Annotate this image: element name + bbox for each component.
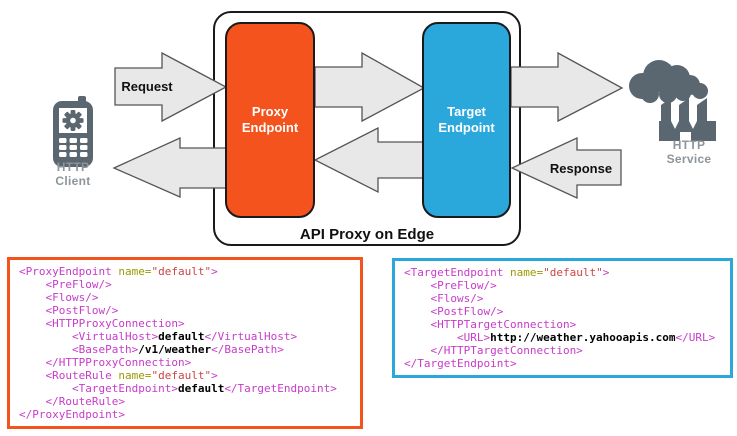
code-line: <PreFlow/> <box>404 279 721 292</box>
target-endpoint-label: Target Endpoint <box>438 104 495 135</box>
code-token: <PostFlow/> <box>404 305 504 318</box>
code-token: > <box>211 265 218 278</box>
code-token: <VirtualHost> <box>19 330 159 343</box>
proxy-to-client-arrow <box>112 136 227 198</box>
proxy-endpoint-label: Proxy Endpoint <box>241 104 299 135</box>
code-token: </ProxyEndpoint> <box>19 408 125 421</box>
code-token: default <box>177 382 225 395</box>
code-token: <HTTPProxyConnection> <box>19 317 185 330</box>
code-line: <TargetEndpoint>default</TargetEndpoint> <box>19 382 351 395</box>
code-token: > <box>211 369 218 382</box>
flow-arrows <box>112 51 624 200</box>
proxy-endpoint-code-block: <ProxyEndpoint name="default"> <PreFlow/… <box>7 257 363 429</box>
code-line: <PostFlow/> <box>404 305 721 318</box>
request-arrow <box>114 51 228 123</box>
code-token: "default" <box>151 369 212 382</box>
code-token: </VirtualHost> <box>204 330 298 343</box>
code-line: <HTTPProxyConnection> <box>19 317 351 330</box>
code-line: <RouteRule name="default"> <box>19 369 351 382</box>
target-to-proxy-arrow <box>313 126 424 194</box>
code-line: <Flows/> <box>404 292 721 305</box>
code-token: <HTTPTargetConnection> <box>404 318 577 331</box>
code-line: <Flows/> <box>19 291 351 304</box>
code-token: name= <box>118 265 152 278</box>
code-line: <PreFlow/> <box>19 278 351 291</box>
container-title: API Proxy on Edge <box>299 226 435 243</box>
code-token: "default" <box>151 265 212 278</box>
proxy-to-target-arrow <box>314 51 426 123</box>
code-line: <ProxyEndpoint name="default"> <box>19 265 351 278</box>
code-token: default <box>158 330 205 343</box>
code-token: <Flows/> <box>404 292 484 305</box>
cloud-factory-icon <box>628 57 718 141</box>
code-token: <PreFlow/> <box>19 278 112 291</box>
code-token: name= <box>118 369 152 382</box>
code-line: </HTTPTargetConnection> <box>404 344 721 357</box>
api-proxy-container <box>213 11 521 246</box>
code-token: <TargetEndpoint <box>404 266 510 279</box>
code-token: <URL> <box>404 331 491 344</box>
code-token: </RouteRule> <box>19 395 125 408</box>
code-token: <BasePath> <box>19 343 139 356</box>
code-token: <PreFlow/> <box>404 279 497 292</box>
code-token: <ProxyEndpoint <box>19 265 119 278</box>
response-arrow <box>510 136 622 200</box>
code-token: <RouteRule <box>19 369 119 382</box>
http-client-label: HTTP Client <box>55 160 91 188</box>
code-token: <TargetEndpoint> <box>19 382 178 395</box>
code-token: <PostFlow/> <box>19 304 119 317</box>
code-line: </TargetEndpoint> <box>404 357 721 370</box>
code-token: </BasePath> <box>211 343 284 356</box>
code-line: <VirtualHost>default</VirtualHost> <box>19 330 351 343</box>
mobile-client-gear-icon <box>50 96 96 168</box>
code-token: </TargetEndpoint> <box>404 357 517 370</box>
code-line: </ProxyEndpoint> <box>19 408 351 421</box>
proxy-endpoint-box: Proxy Endpoint <box>225 22 315 218</box>
code-token: </URL> <box>675 331 716 344</box>
http-service-label: HTTP Service <box>666 138 712 166</box>
code-token: /v1/weather <box>138 343 212 356</box>
code-token: </HTTPProxyConnection> <box>19 356 192 369</box>
code-token: </HTTPTargetConnection> <box>404 344 583 357</box>
code-line: </RouteRule> <box>19 395 351 408</box>
code-line: <TargetEndpoint name="default"> <box>404 266 721 279</box>
target-endpoint-code-block: <TargetEndpoint name="default"> <PreFlow… <box>392 258 733 378</box>
code-token: </TargetEndpoint> <box>224 382 337 395</box>
code-line: </HTTPProxyConnection> <box>19 356 351 369</box>
code-token: name= <box>509 266 544 279</box>
code-line: <BasePath>/v1/weather</BasePath> <box>19 343 351 356</box>
target-endpoint-box: Target Endpoint <box>422 22 511 218</box>
target-to-service-arrow <box>510 51 624 123</box>
code-token: > <box>602 266 610 279</box>
request-label: Request <box>121 79 173 94</box>
code-token: "default" <box>543 266 603 279</box>
response-label: Response <box>549 161 613 176</box>
code-token: <Flows/> <box>19 291 99 304</box>
code-token: http://weather.yahooapis.com <box>490 331 676 344</box>
code-line: <URL>http://weather.yahooapis.com</URL> <box>404 331 721 344</box>
code-line: <HTTPTargetConnection> <box>404 318 721 331</box>
code-line: <PostFlow/> <box>19 304 351 317</box>
